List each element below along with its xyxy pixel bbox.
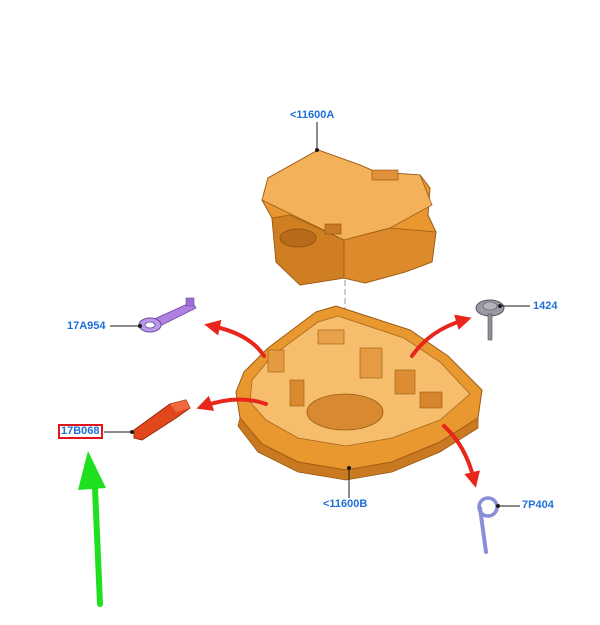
pin-part xyxy=(138,297,197,333)
callout-knob: 1424 xyxy=(533,300,558,312)
top-housing-part xyxy=(261,149,437,286)
callout-hook: 7P404 xyxy=(522,499,554,511)
leader-dots xyxy=(130,148,502,508)
knob-part xyxy=(475,299,505,341)
callout-base-tray: <11600B xyxy=(323,498,368,510)
green-pointer-arrow xyxy=(78,451,106,607)
handle-part xyxy=(133,399,191,441)
callout-pin: 17A954 xyxy=(67,320,106,332)
removal-arrows xyxy=(196,314,480,488)
callout-handle-highlighted: 17B068 xyxy=(58,424,103,439)
leader-lines xyxy=(104,122,530,507)
callout-top-housing: <11600A xyxy=(290,109,335,121)
hook-part xyxy=(477,496,499,554)
base-tray-part xyxy=(235,305,483,481)
